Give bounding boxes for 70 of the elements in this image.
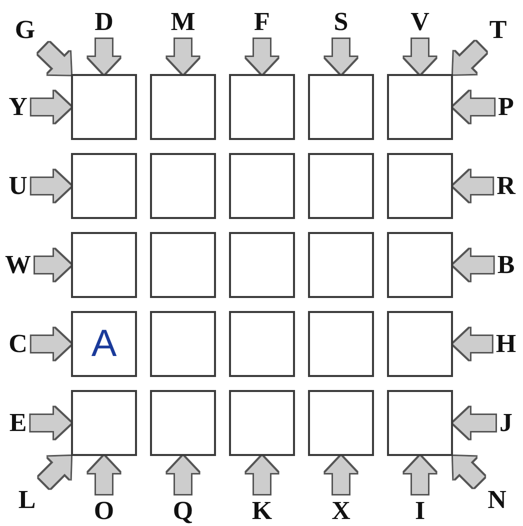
grid-cell [387, 153, 453, 219]
arrow [35, 249, 71, 281]
letter-label: B [497, 252, 515, 278]
arrow [453, 91, 494, 123]
letter-label: G [14, 17, 36, 43]
grid-cell [150, 232, 216, 298]
arrow [88, 456, 120, 494]
letter-label: D [94, 9, 114, 35]
letter-label: W [5, 252, 31, 278]
grid-cell [308, 232, 374, 298]
grid-cell [308, 390, 374, 456]
arrow [31, 170, 71, 202]
arrow [31, 328, 71, 360]
grid-cell [387, 311, 453, 377]
letter-label: H [496, 331, 516, 357]
letter-label: J [500, 410, 512, 436]
letter-label: V [410, 9, 430, 35]
letter-label: N [488, 487, 506, 513]
grid-cell [229, 153, 295, 219]
grid-cell [150, 74, 216, 140]
letter-label: U [8, 173, 28, 199]
arrow [325, 39, 357, 74]
grid-cell [150, 153, 216, 219]
grid-cell [71, 390, 137, 456]
grid-cell [71, 74, 137, 140]
arrow [325, 456, 357, 494]
cell-letter: A [91, 325, 117, 363]
arrow [404, 39, 436, 74]
letter-label: L [18, 487, 36, 513]
grid-cell [308, 153, 374, 219]
arrow [167, 39, 199, 74]
arrow [246, 39, 278, 74]
grid-cell [308, 311, 374, 377]
grid-cell [387, 232, 453, 298]
arrow [246, 456, 278, 494]
grid-cell [150, 311, 216, 377]
letter-label: T [489, 17, 507, 43]
arrow [453, 328, 492, 360]
grid-cell [150, 390, 216, 456]
letter-label: Q [172, 498, 194, 524]
arrow [167, 456, 199, 494]
letter-label: P [498, 94, 514, 120]
letter-label: E [9, 410, 27, 436]
arrow [88, 39, 120, 74]
grid-cell [71, 153, 137, 219]
grid-cell [229, 311, 295, 377]
arrow [30, 407, 71, 439]
letter-label: F [254, 9, 270, 35]
letter-label: O [94, 498, 114, 524]
letter-label: M [170, 9, 196, 35]
letter-label: K [252, 498, 272, 524]
grid-cell [308, 74, 374, 140]
letter-label: C [8, 331, 28, 357]
grid-cell [71, 232, 137, 298]
grid-cell [387, 74, 453, 140]
arrow [453, 170, 493, 202]
letter-label: R [496, 173, 516, 199]
letter-label: X [332, 498, 350, 524]
letter-label: I [414, 498, 426, 524]
letter-label: S [334, 9, 348, 35]
grid-cell [71, 311, 137, 377]
letter-label: Y [8, 94, 28, 120]
arrow [31, 91, 71, 123]
arrow [453, 249, 494, 281]
grid-cell [229, 390, 295, 456]
grid-cell [229, 74, 295, 140]
grid-cell [229, 232, 295, 298]
grid-cell [387, 390, 453, 456]
arrow [404, 456, 436, 494]
arrow [453, 407, 496, 439]
